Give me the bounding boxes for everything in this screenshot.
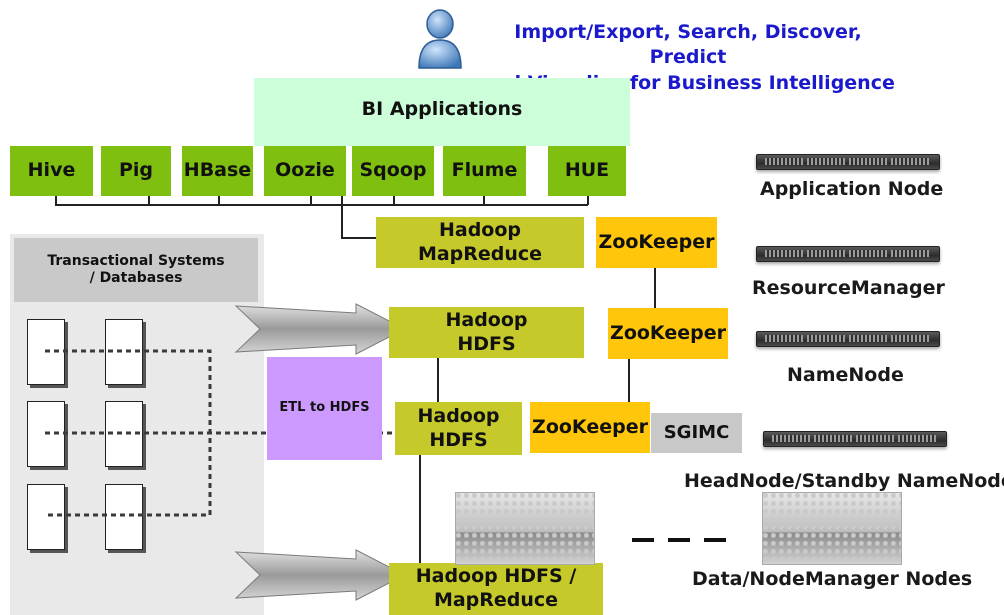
hadoop-mapreduce-box: Hadoop MapReduce [376,217,584,268]
database-device [105,401,143,467]
zookeeper-top: ZooKeeper [596,217,717,268]
headnode-label: HeadNode/Standby NameNode [684,470,1004,492]
ecosystem-tick [393,196,395,205]
connector [628,359,630,402]
ecosystem-tick [148,196,150,205]
ecosystem-bracket [55,204,588,206]
tagline-line-1: Import/Export, Search, Discover, Predict [514,21,862,69]
server-chassis-photo [455,492,595,565]
transactional-header: Transactional Systems / Databases [14,238,258,302]
application-node-label: Application Node [760,178,944,200]
ecosystem-sqoop: Sqoop [352,146,434,196]
rack-server-icon [756,246,940,262]
ecosystem-flume: Flume [443,146,526,196]
ecosystem-tick [587,196,589,205]
data-nodes-label: Data/NodeManager Nodes [692,568,973,590]
hadoop-hdfs-secondary: Hadoop HDFS [395,402,522,455]
ecosystem-tick [55,196,57,205]
etl-to-hdfs-box: ETL to HDFS [267,357,382,460]
rack-server-icon [763,431,947,447]
connector [419,455,421,563]
zookeeper-middle: ZooKeeper [608,308,728,359]
ecosystem-pig: Pig [101,146,171,196]
connector [341,237,376,239]
resource-manager-label: ResourceManager [752,277,945,299]
connector [341,196,343,238]
ecosystem-hbase: HBase [182,146,253,196]
ingest-arrow-lower [234,549,407,601]
ecosystem-oozie: Oozie [264,146,346,196]
ecosystem-tick [310,196,312,205]
zookeeper-bottom: ZooKeeper [530,402,650,453]
ecosystem-tick [483,196,485,205]
ecosystem-tick [218,196,220,205]
ecosystem-hue: HUE [548,146,626,196]
rack-server-icon [756,154,940,170]
database-device [105,484,143,550]
ingest-arrow-upper [234,303,407,355]
dashed-link [632,538,728,542]
hadoop-hdfs-mapreduce: Hadoop HDFS / MapReduce [389,563,603,615]
namenode-label: NameNode [787,364,904,386]
bi-applications-box: BI Applications [254,78,630,146]
sgimc-box: SGIMC [651,413,742,453]
connector [654,268,656,308]
hadoop-hdfs-main: Hadoop HDFS [389,307,584,358]
user-icon [416,8,464,70]
ecosystem-hive: Hive [10,146,93,196]
server-chassis-photo [762,492,902,565]
connector [437,358,439,402]
rack-server-icon [756,331,940,347]
database-device [27,484,65,550]
